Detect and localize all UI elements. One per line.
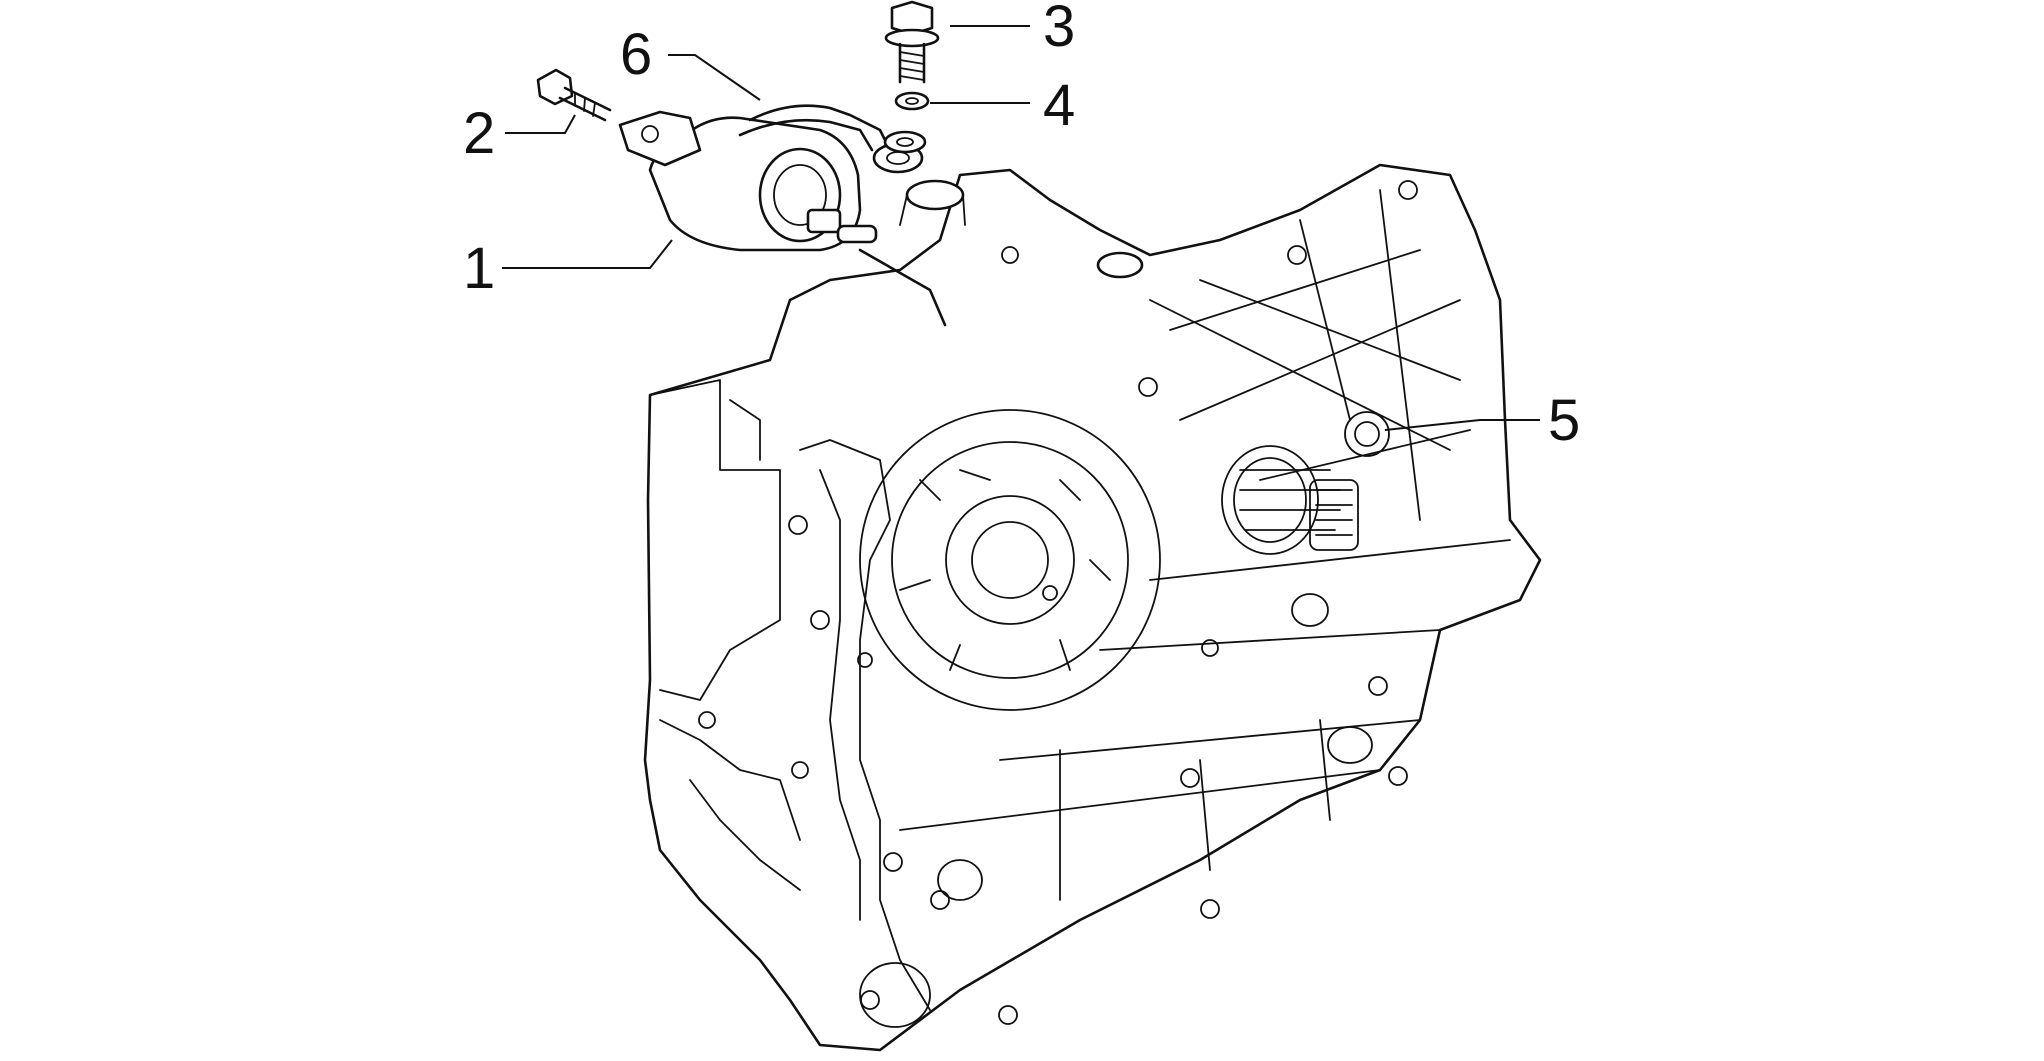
callout-4: 4: [1043, 73, 1075, 138]
starter-cable: [738, 104, 947, 327]
callout-6: 6: [620, 22, 652, 87]
bolt-2: [536, 68, 612, 122]
washer-4: [883, 91, 930, 154]
callout-2: 2: [463, 101, 495, 166]
callout-labels: 1 2 3 4 5 6: [463, 0, 1580, 453]
leader-lines: [502, 25, 1540, 431]
starter-motor: [618, 110, 878, 252]
callout-1: 1: [463, 236, 495, 301]
starter-gear: [1221, 445, 1359, 555]
bolt-3: [884, 0, 940, 84]
callout-3: 3: [1043, 0, 1075, 59]
crankcase-housing: [643, 163, 1542, 1052]
callout-5: 5: [1548, 388, 1580, 453]
